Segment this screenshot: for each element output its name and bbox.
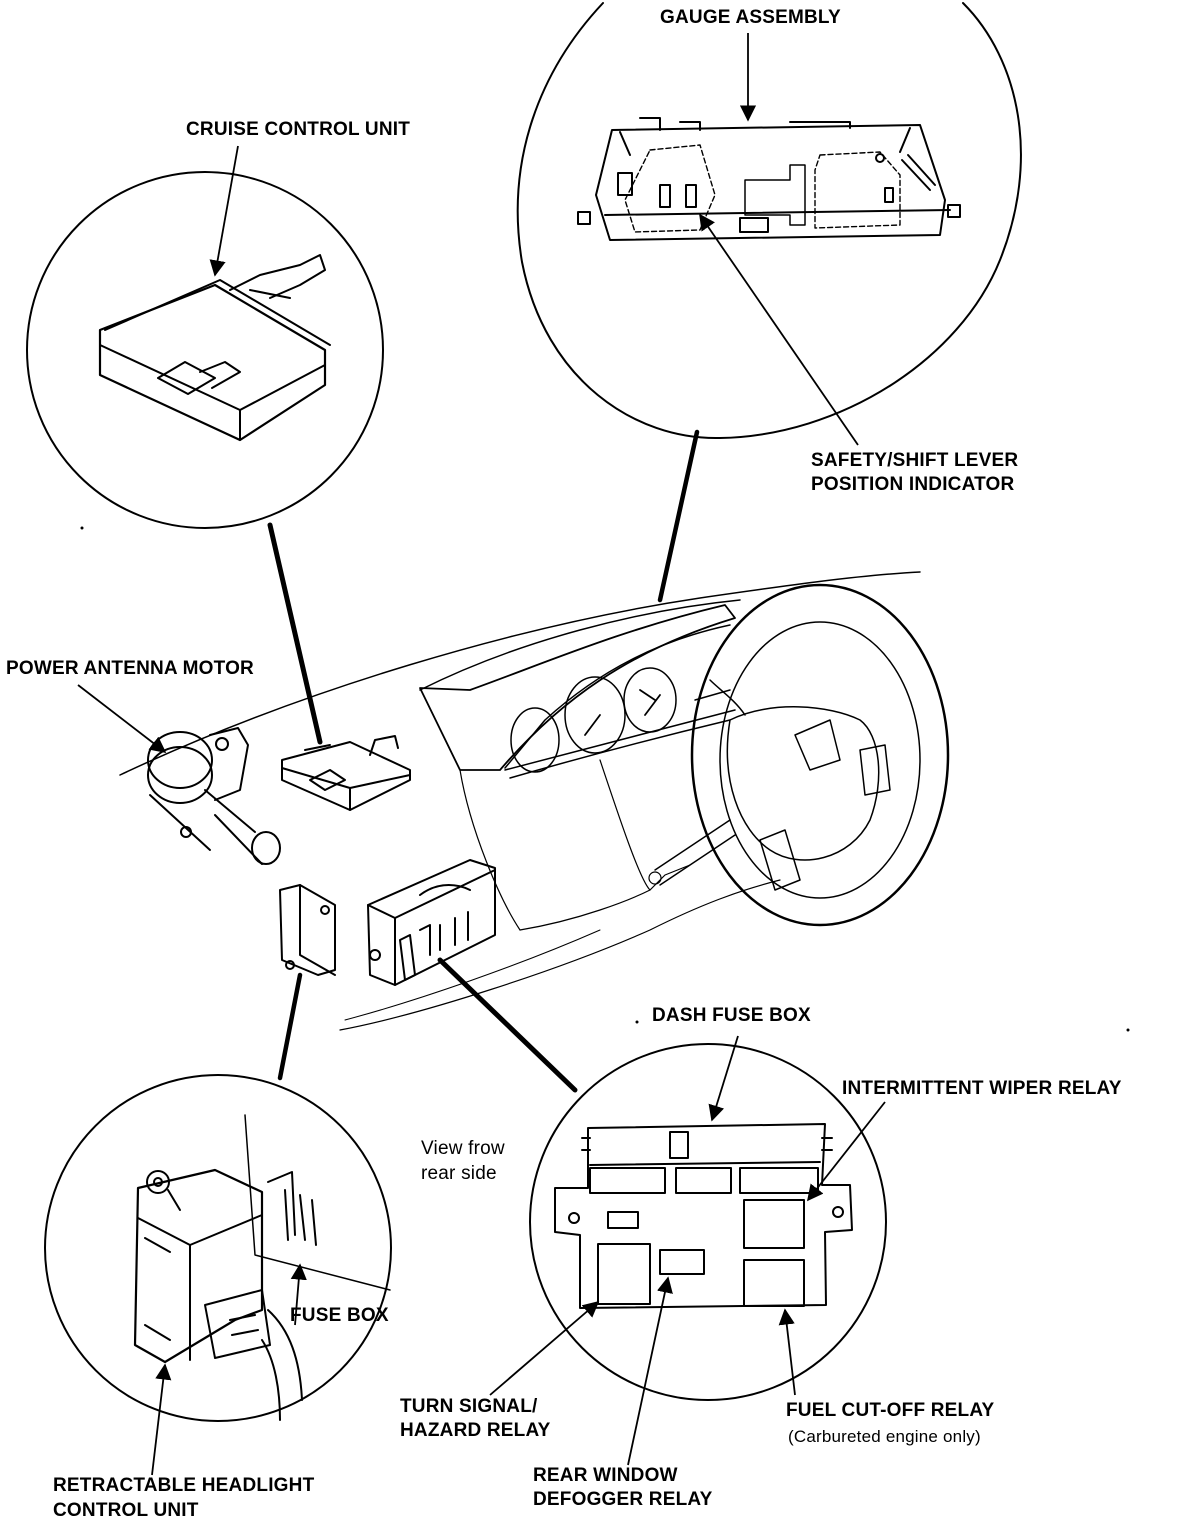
label-fuel-cutoff-note: (Carbureted engine only) xyxy=(788,1427,981,1446)
dashboard-illustration xyxy=(119,571,921,1031)
label-intermittent-wiper-relay: INTERMITTENT WIPER RELAY xyxy=(842,1078,1122,1099)
label-safety-shift-line2: POSITION INDICATOR xyxy=(811,474,1015,495)
label-rear-window-line2: DEFOGGER RELAY xyxy=(533,1489,713,1510)
dash-fuse-box-small xyxy=(367,859,496,986)
steering-wheel xyxy=(690,583,950,927)
cruise-control-detail xyxy=(98,254,331,442)
callout-arrows xyxy=(77,33,886,1476)
label-fuse-box: FUSE BOX xyxy=(290,1305,389,1326)
label-cruise-control-unit: CRUISE CONTROL UNIT xyxy=(186,119,411,140)
label-turn-signal-line1: TURN SIGNAL/ xyxy=(400,1396,538,1417)
gauge-assembly-detail xyxy=(577,117,961,241)
label-gauge-assembly: GAUGE ASSEMBLY xyxy=(660,7,841,28)
power-antenna-motor-small xyxy=(147,727,281,865)
label-turn-signal-line2: HAZARD RELAY xyxy=(400,1420,551,1441)
cruise-control-circle xyxy=(26,171,384,529)
dash-fuse-box-circle xyxy=(529,1043,887,1401)
label-power-antenna-motor: POWER ANTENNA MOTOR xyxy=(6,658,254,679)
label-dash-fuse-box: DASH FUSE BOX xyxy=(652,1005,811,1026)
label-view-note-line1: View frow xyxy=(421,1138,505,1159)
headlight-control-detail xyxy=(133,1114,391,1421)
label-fuel-cutoff-relay: FUEL CUT-OFF RELAY xyxy=(786,1400,995,1421)
label-retractable-line2: CONTROL UNIT xyxy=(53,1500,199,1521)
label-view-note-line2: rear side xyxy=(421,1163,497,1184)
label-safety-shift-line1: SAFETY/SHIFT LEVER xyxy=(811,450,1019,471)
dash-fuse-box-detail xyxy=(554,1123,853,1309)
label-rear-window-line1: REAR WINDOW xyxy=(533,1465,678,1486)
cruise-unit-small xyxy=(281,735,411,811)
label-retractable-line1: RETRACTABLE HEADLIGHT xyxy=(53,1475,315,1496)
gauge-assembly-circle xyxy=(516,2,1022,440)
headlight-control-unit-small xyxy=(279,884,336,976)
headlight-control-circle xyxy=(44,1074,392,1422)
